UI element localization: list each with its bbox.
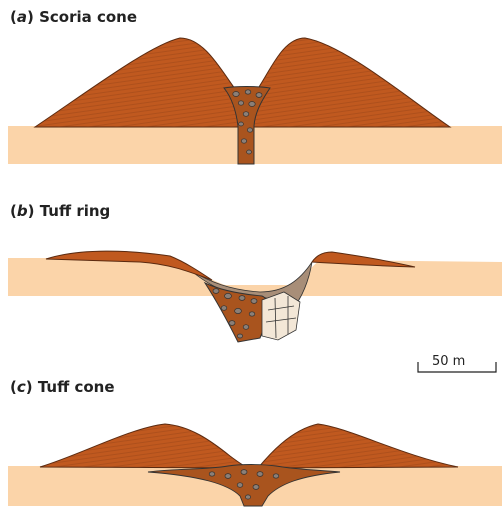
ground-layer (8, 126, 502, 164)
panel-name: Scoria cone (39, 8, 137, 26)
panel-letter: b (17, 202, 28, 220)
panel-letter: c (17, 378, 26, 396)
panel-name: Tuff cone (38, 378, 115, 396)
scoria-cone-section (8, 38, 502, 164)
panel-title-scoria-cone: (a) Scoria cone (10, 8, 137, 26)
panel-title-tuff-cone: (c) Tuff cone (10, 378, 115, 396)
panel-letter: a (17, 8, 27, 26)
collapsed-blocks (262, 292, 300, 340)
tuff-ring-section (8, 251, 502, 342)
ground-layer (8, 258, 502, 296)
scale-bar-label: 50 m (432, 354, 465, 369)
panel-title-tuff-ring: (b) Tuff ring (10, 202, 110, 220)
panel-name: Tuff ring (40, 202, 111, 220)
tuff-cone-section (8, 424, 502, 506)
